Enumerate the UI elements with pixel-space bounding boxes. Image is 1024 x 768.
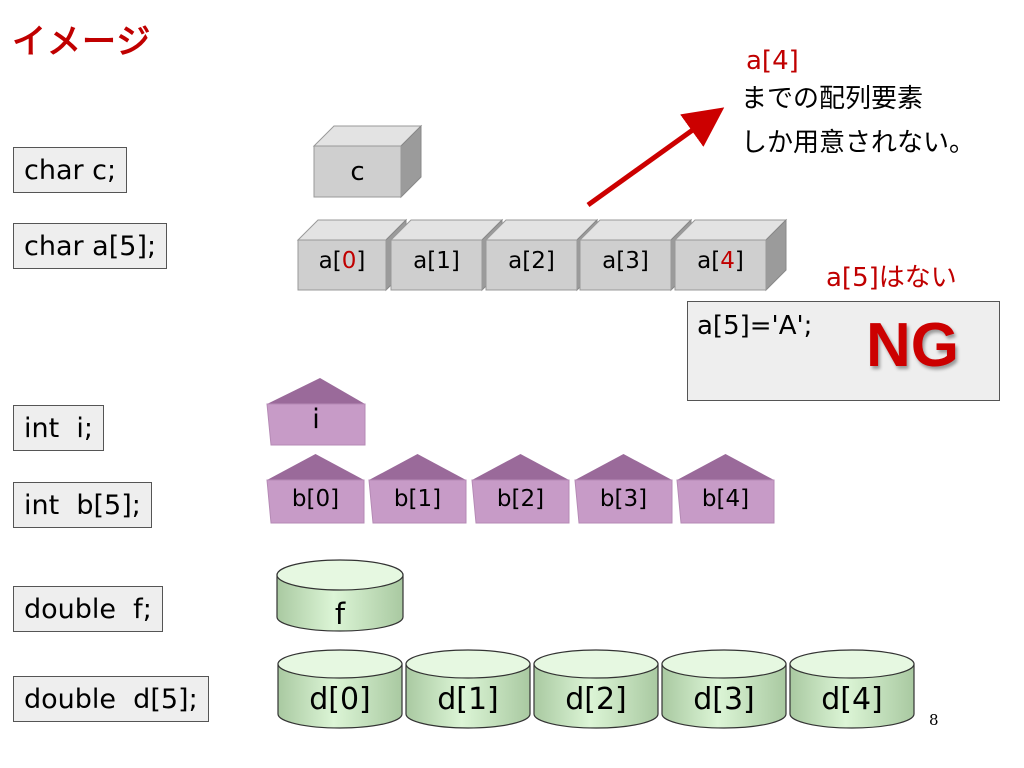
no-element-note: a[5]はない — [826, 263, 957, 293]
annotation-arrow — [586, 107, 725, 208]
double-array-cylinders — [277, 649, 915, 729]
char-array-label-1: a[1] — [413, 248, 460, 274]
double-array-cylinder-4 — [789, 649, 915, 729]
ng-example-code: a[5]='A'; — [697, 311, 813, 341]
decl-char-c: char c; — [13, 147, 128, 193]
decl-int-b: int b[5]; — [13, 482, 152, 528]
double-f-cylinder — [276, 559, 404, 632]
int-array-label-0: b[0] — [291, 486, 340, 512]
decl-double-f: double f; — [13, 586, 163, 632]
int-i-label: i — [312, 404, 320, 435]
int-i-box — [266, 378, 366, 446]
decl-int-i: int i; — [13, 405, 104, 451]
ng-example-box — [687, 301, 1000, 401]
int-array-box-4 — [676, 454, 775, 524]
decl-char-a: char a[5]; — [13, 223, 168, 269]
int-array-box-1 — [368, 454, 467, 524]
char-array-boxes — [296, 218, 788, 292]
int-array-box-0 — [266, 454, 365, 524]
double-array-cylinder-2 — [533, 649, 659, 729]
double-array-cylinder-0 — [277, 649, 403, 729]
int-array-label-4: b[4] — [701, 486, 750, 512]
page-number: 8 — [929, 711, 939, 729]
char-array-label-0: a[0] — [318, 248, 366, 274]
double-array-label-1: d[1] — [437, 682, 499, 717]
char-array-label-3: a[3] — [602, 248, 649, 274]
annotation-line-2: しか用意されない。 — [741, 128, 976, 158]
char-array-box-4 — [673, 218, 788, 292]
ng-verdict: NG — [866, 311, 959, 380]
char-array-label-4: a[4] — [697, 248, 744, 274]
annotation-red-label: a[4] — [746, 46, 799, 76]
int-array-boxes — [266, 454, 775, 524]
char-c-box — [312, 124, 423, 199]
double-array-label-4: d[4] — [821, 682, 883, 717]
slide-title: イメージ — [12, 22, 152, 62]
int-array-label-2: b[2] — [496, 486, 545, 512]
char-c-label: c — [350, 157, 365, 187]
double-array-label-0: d[0] — [309, 682, 371, 717]
double-f-label: f — [334, 597, 346, 631]
annotation-line-1: までの配列要素 — [741, 84, 924, 114]
double-array-cylinder-1 — [405, 649, 531, 729]
double-array-cylinder-3 — [661, 649, 787, 729]
int-array-box-3 — [574, 454, 673, 524]
double-array-label-3: d[3] — [693, 682, 755, 717]
double-array-label-2: d[2] — [565, 682, 627, 717]
char-array-label-2: a[2] — [508, 248, 555, 274]
int-array-label-1: b[1] — [393, 486, 442, 512]
decl-double-d: double d[5]; — [13, 676, 209, 722]
int-array-label-3: b[3] — [599, 486, 648, 512]
int-array-box-2 — [471, 454, 570, 524]
